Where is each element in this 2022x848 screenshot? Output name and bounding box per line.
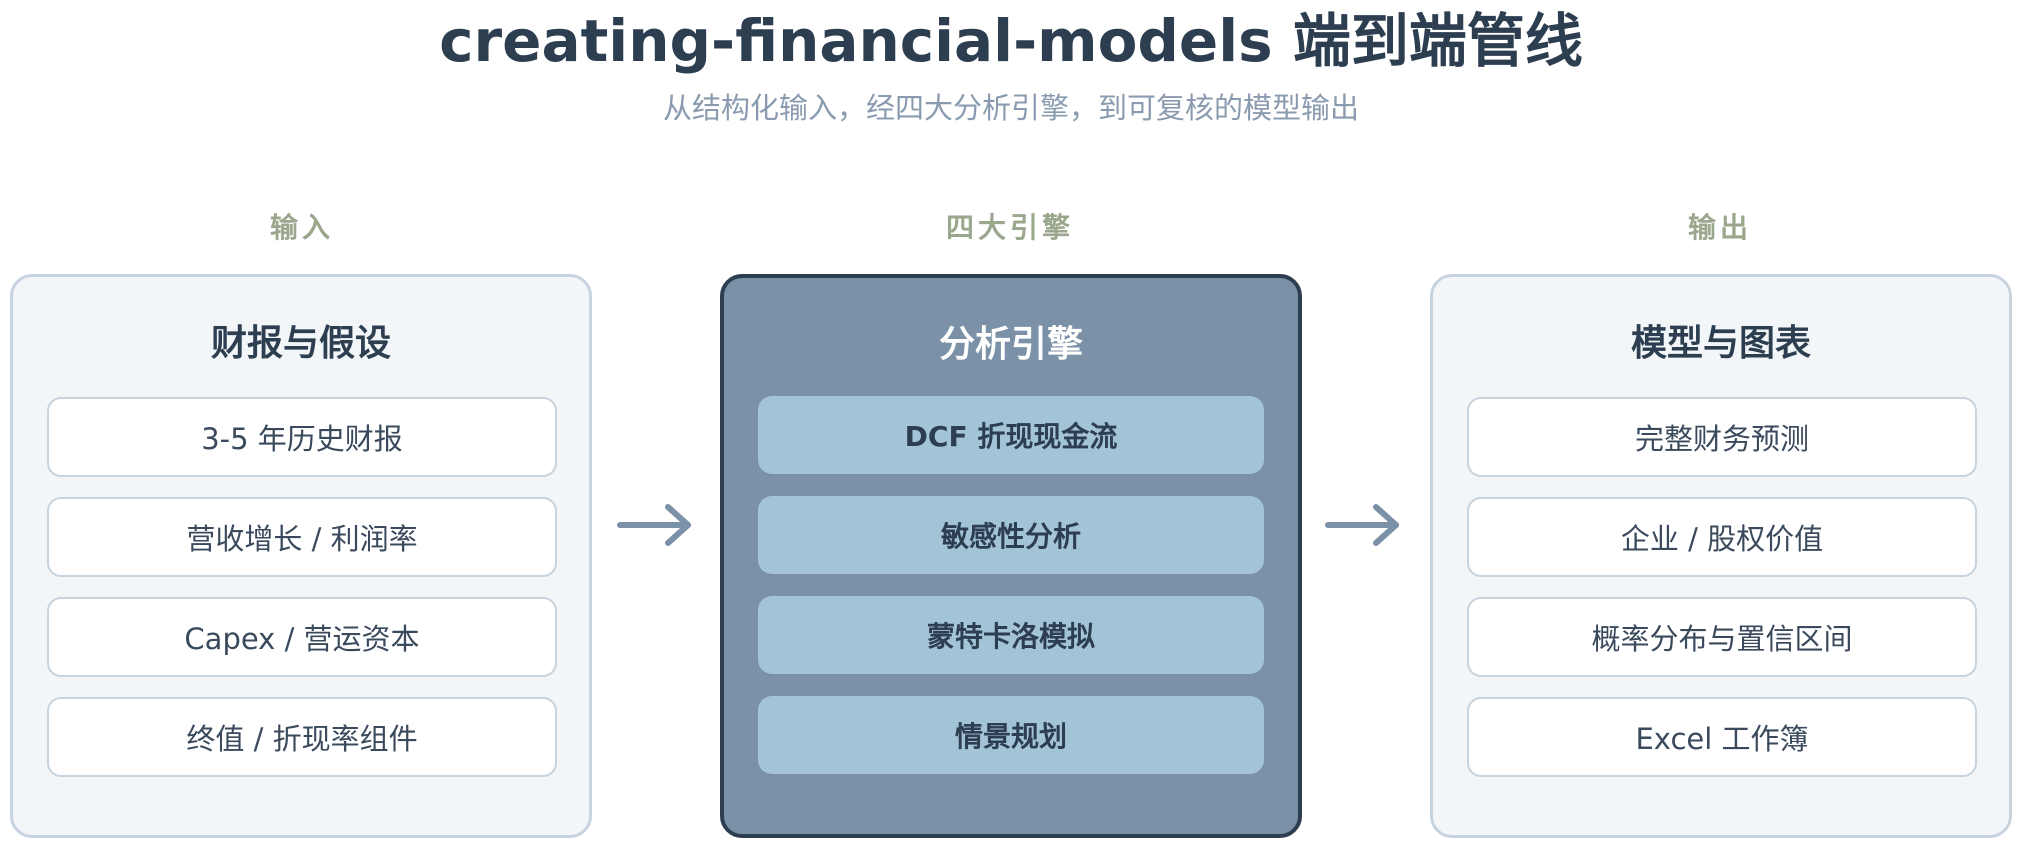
column-label-engine: 四大引擎 <box>945 211 1074 244</box>
engine-item: DCF 折现现金流 <box>758 396 1264 474</box>
output-item: Excel 工作簿 <box>1467 697 1977 777</box>
output-item: 完整财务预测 <box>1467 397 1977 477</box>
output-item: 概率分布与置信区间 <box>1467 597 1977 677</box>
engine-item: 情景规划 <box>758 696 1264 774</box>
input-item: 终值 / 折现率组件 <box>47 697 557 777</box>
input-item: 营收增长 / 利润率 <box>47 497 557 577</box>
column-label-input: 输入 <box>269 211 334 244</box>
input-item: Capex / 营运资本 <box>47 597 557 677</box>
input-panel: 财报与假设 3-5 年历史财报 营收增长 / 利润率 Capex / 营运资本 … <box>10 274 592 838</box>
output-panel: 模型与图表 完整财务预测 企业 / 股权价值 概率分布与置信区间 Excel 工… <box>1430 274 2012 838</box>
engine-item: 蒙特卡洛模拟 <box>758 596 1264 674</box>
page-title: creating-financial-models 端到端管线 <box>439 7 1583 75</box>
page-subtitle: 从结构化输入，经四大分析引擎，到可复核的模型输出 <box>662 91 1359 125</box>
engine-panel: 分析引擎 DCF 折现现金流 敏感性分析 蒙特卡洛模拟 情景规划 <box>720 274 1302 838</box>
engine-panel-title: 分析引擎 <box>938 324 1083 365</box>
input-item: 3-5 年历史财报 <box>47 397 557 477</box>
output-item: 企业 / 股权价值 <box>1467 497 1977 577</box>
engine-item: 敏感性分析 <box>758 496 1264 574</box>
output-panel-title: 模型与图表 <box>1630 323 1811 364</box>
input-panel-title: 财报与假设 <box>210 323 391 364</box>
arrow-right-icon <box>1325 504 1399 546</box>
arrow-right-icon <box>617 504 691 546</box>
column-label-output: 输出 <box>1687 211 1752 244</box>
